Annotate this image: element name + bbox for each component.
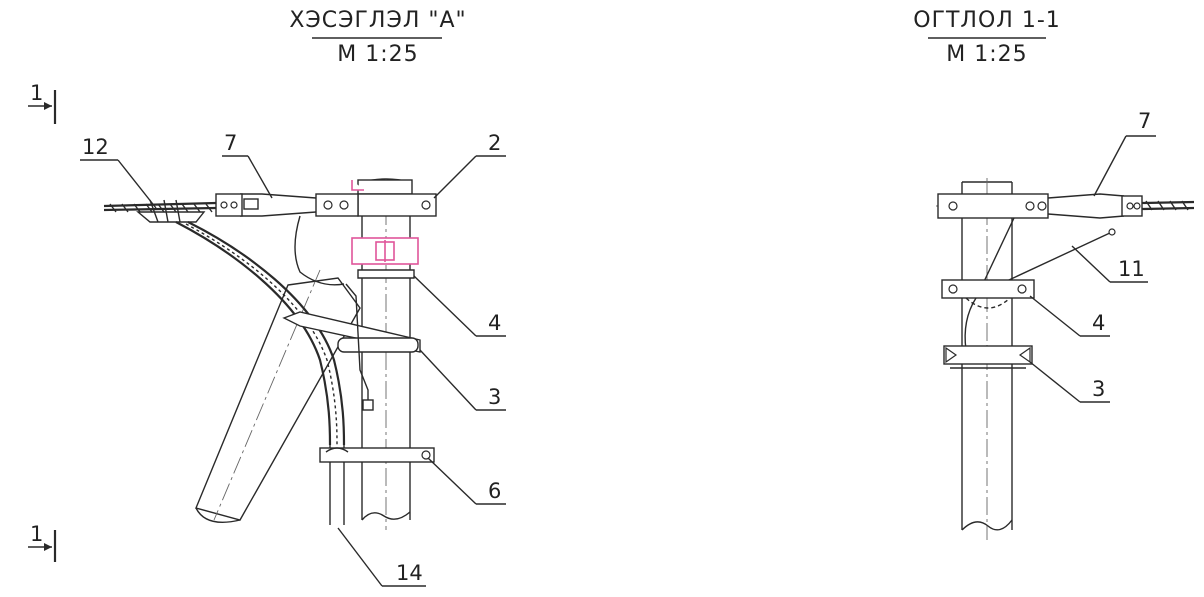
svg-text:4: 4	[1092, 311, 1105, 335]
drop-wire	[294, 215, 345, 286]
ground-lead	[345, 283, 369, 408]
left-callout-4: 4	[413, 275, 506, 337]
right-view-title-block: ОГТЛОЛ 1-1 М 1:25	[913, 8, 1061, 67]
section-mark-top-arrowhead	[44, 102, 52, 110]
ground-terminal	[362, 399, 374, 411]
section-mark-bottom: 1	[28, 522, 57, 562]
svg-text:12: 12	[82, 135, 109, 159]
right-callout-4: 4	[1029, 295, 1110, 337]
right-callout-7: 7	[1093, 109, 1156, 197]
right-callout-3: 3	[1029, 361, 1110, 403]
section-crossarm	[937, 193, 1143, 219]
left-callout-7: 7	[222, 131, 273, 199]
left-callout-6: 6	[427, 457, 506, 505]
armored-cable	[175, 221, 346, 525]
section-mark-bottom-label: 1	[30, 522, 43, 546]
vertical-pole	[361, 178, 411, 530]
right-callout-11: 11	[1071, 245, 1148, 283]
svg-text:14: 14	[396, 561, 423, 585]
top-cap-band	[351, 179, 437, 217]
lower-band	[319, 447, 435, 463]
right-view-title: ОГТЛОЛ 1-1	[913, 8, 1061, 33]
pin-fitting	[351, 237, 419, 279]
svg-text:3: 3	[1092, 377, 1105, 401]
left-callout-14: 14	[337, 527, 426, 587]
section-mark-bottom-arrowhead	[44, 543, 52, 551]
svg-text:6: 6	[488, 479, 501, 503]
svg-text:2: 2	[488, 131, 501, 155]
svg-text:11: 11	[1118, 257, 1145, 281]
section-guy-wires	[979, 217, 1116, 291]
left-view-assembly: 12 7 2 4 3 6 14	[80, 131, 506, 587]
branch-clamp	[136, 199, 206, 223]
svg-text:4: 4	[488, 311, 501, 335]
section-fitting	[941, 279, 1035, 351]
left-callout-12: 12	[80, 135, 157, 209]
section-mark-top: 1	[28, 81, 57, 124]
left-view-title: ХЭСЭГЛЭЛ "А"	[289, 8, 466, 33]
section-band	[943, 345, 1033, 369]
inclined-strut	[195, 269, 361, 523]
left-view-scale: М 1:25	[337, 42, 418, 67]
right-view-scale: М 1:25	[946, 42, 1027, 67]
svg-text:3: 3	[488, 385, 501, 409]
svg-text:7: 7	[1138, 109, 1151, 133]
crossarm	[215, 193, 359, 217]
right-view-assembly: 7 11 4 3	[936, 109, 1195, 540]
section-conductor	[1141, 200, 1195, 211]
stranded-conductor	[103, 201, 217, 213]
left-view-title-block: ХЭСЭГЛЭЛ "А" М 1:25	[289, 8, 466, 67]
svg-text:7: 7	[224, 131, 237, 155]
left-callout-2: 2	[433, 131, 506, 199]
section-mark-top-label: 1	[30, 81, 43, 105]
left-callout-3: 3	[419, 349, 506, 411]
